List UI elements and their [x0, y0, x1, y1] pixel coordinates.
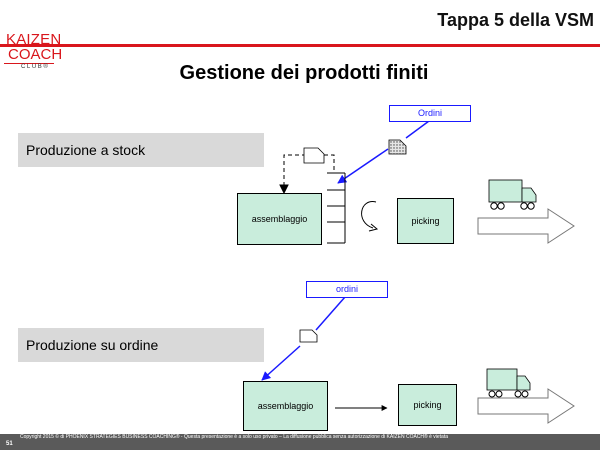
shipment-arrow-1	[477, 208, 575, 244]
kanban-signal-icon	[388, 139, 407, 155]
orders-bubble-order: ordini	[306, 281, 388, 298]
header-rule	[0, 44, 600, 47]
order-card-icon	[299, 329, 318, 343]
order-flow-arrow-2	[261, 296, 346, 381]
process-label: assemblaggio	[251, 214, 308, 224]
slide-step-title: Tappa 5 della VSM	[437, 10, 594, 30]
supermarket-icon	[327, 172, 346, 244]
shipment-arrow-2	[477, 388, 575, 424]
logo-line-3: CLUB®	[21, 64, 50, 70]
logo-frame	[4, 46, 54, 64]
footer-bar: 51 Copyright 2015 © di PHOENIX STRATEGIE…	[0, 434, 600, 450]
logo-line-1: KAIZEN	[6, 31, 62, 48]
order-flow-arrow-1	[337, 120, 430, 184]
process-label: picking	[411, 216, 440, 226]
process-label: assemblaggio	[257, 401, 314, 411]
slide-title: Gestione dei prodotti finiti	[179, 62, 429, 84]
page-number: 51	[6, 441, 13, 447]
process-assembly-order: assemblaggio	[243, 381, 328, 431]
withdrawal-kanban-loop	[279, 154, 335, 195]
process-picking-stock: picking	[397, 198, 454, 244]
logo-line-2: COACH	[8, 46, 63, 63]
kanban-card-icon	[303, 147, 325, 164]
orders-bubble-stock: Ordini	[389, 105, 471, 122]
process-picking-order: picking	[398, 384, 457, 426]
process-label: picking	[413, 400, 442, 410]
section-label-stock: Produzione a stock	[18, 133, 264, 167]
copyright-text: Copyright 2015 © di PHOENIX STRATEGIES B…	[20, 434, 449, 440]
pull-arrow-icon	[361, 201, 379, 232]
truck-icon-1	[488, 179, 537, 210]
section-label-order: Produzione su ordine	[18, 328, 264, 362]
kaizen-coach-logo: KAIZEN COACH CLUB®	[2, 26, 62, 76]
truck-icon-2	[486, 368, 531, 398]
process-assembly-stock: assemblaggio	[237, 193, 322, 245]
